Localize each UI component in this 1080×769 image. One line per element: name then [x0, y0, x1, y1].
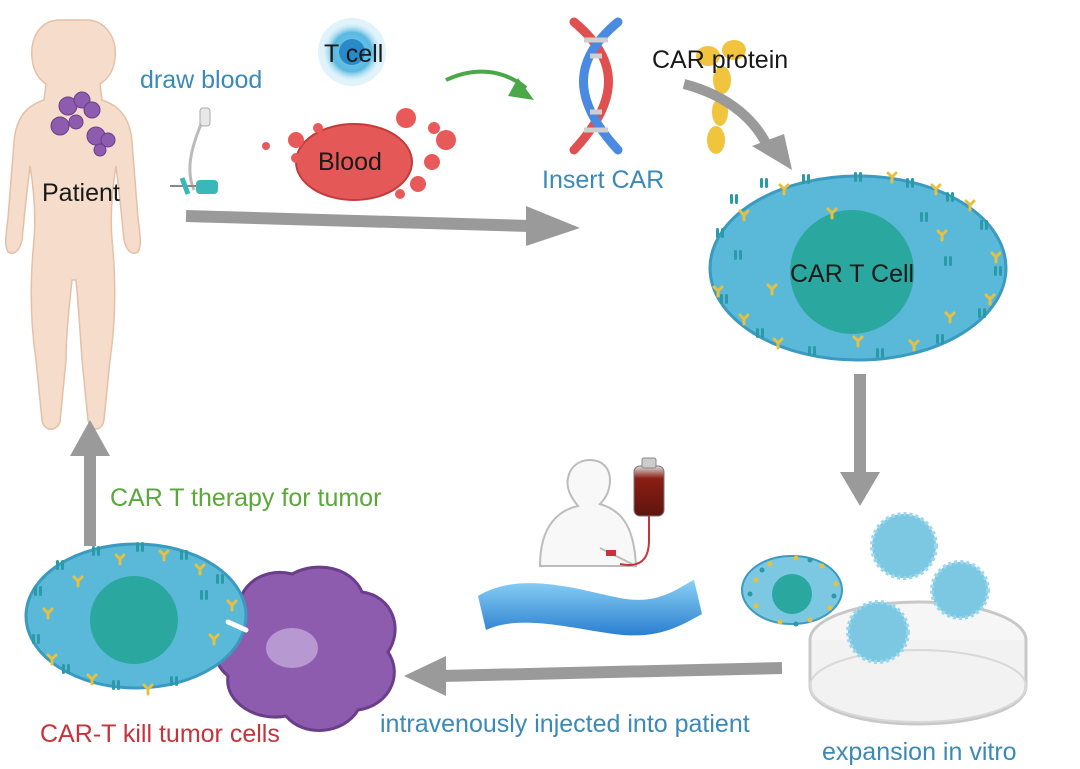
- arrow-cell-to-expansion: [840, 374, 880, 506]
- blood-draw-needle: [170, 107, 218, 195]
- label-car-protein: CAR protein: [652, 46, 789, 74]
- arrow-blood-to-car: [185, 206, 580, 246]
- label-draw-blood: draw blood: [140, 66, 263, 94]
- label-expansion: expansion in vitro: [822, 738, 1017, 766]
- arrow-kill-to-patient: [70, 420, 110, 546]
- car-protein-icon: [696, 40, 746, 154]
- label-intravenously: intravenously injected into patient: [380, 710, 750, 738]
- label-insert-car: Insert CAR: [542, 166, 665, 194]
- label-car-t-therapy: CAR T therapy for tumor: [110, 484, 382, 512]
- infusion-patient: [538, 457, 665, 567]
- label-car-t-kill: CAR-T kill tumor cells: [40, 720, 280, 748]
- dna-helix-icon: [569, 17, 623, 155]
- patient-body: [4, 19, 142, 430]
- patient-tumor-cluster: [50, 91, 116, 157]
- label-patient: Patient: [42, 179, 120, 207]
- blood-cells: [262, 108, 456, 201]
- arrow-protein-to-cell: [682, 79, 792, 170]
- expansion-petri-dish: [741, 512, 1028, 726]
- label-t-cell: T cell: [324, 40, 384, 68]
- t-cell: [318, 18, 386, 86]
- blood-vessel-tube: [478, 580, 702, 636]
- patient-figure: [4, 19, 142, 430]
- car-t-kill-scene: [24, 542, 397, 732]
- label-blood: Blood: [318, 148, 382, 176]
- label-car-t-cell: CAR T Cell: [790, 260, 915, 288]
- arrow-expansion-to-kill: [404, 656, 783, 696]
- green-arrow: [445, 69, 534, 100]
- car-t-cell: [708, 171, 1008, 362]
